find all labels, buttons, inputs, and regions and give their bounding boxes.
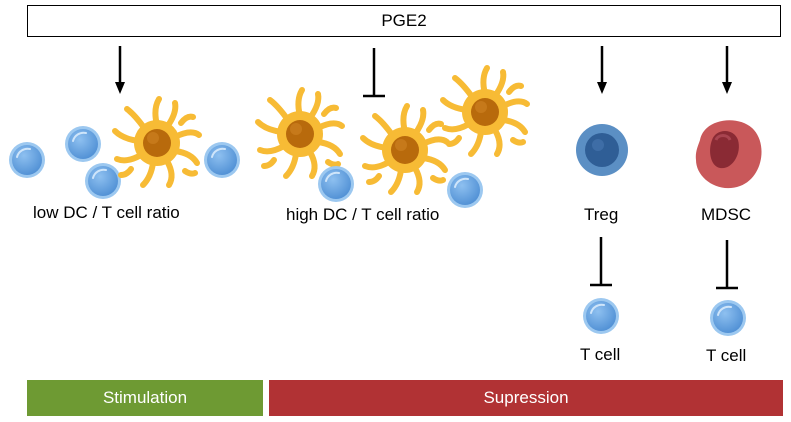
pge2-label: PGE2: [381, 11, 427, 30]
t-cell-label: T cell: [580, 345, 621, 364]
dendritic-cell-icon: [258, 90, 342, 176]
inhibition-icon: [588, 235, 614, 287]
t-cell-icon: [64, 125, 102, 163]
arrow-down-icon: [720, 44, 734, 96]
suppression-bar: Supression: [269, 380, 783, 416]
dendritic-cell-icon: [443, 68, 527, 154]
high-ratio-label: high DC / T cell ratio: [286, 205, 440, 224]
t-cell-icon: [582, 297, 620, 335]
t-cell-icon: [709, 299, 747, 337]
dendritic-cell-icon: [115, 99, 199, 185]
stimulation-label: Stimulation: [102, 388, 188, 407]
dendritic-cell-icon: [363, 106, 447, 192]
stimulation-bar: Stimulation: [27, 380, 263, 416]
inhibition-icon: [361, 46, 387, 98]
t-cell-icon: [446, 171, 484, 209]
t-cell-label: T cell: [706, 346, 747, 365]
arrow-down-icon: [595, 44, 609, 96]
treg-cell-icon: [576, 124, 628, 176]
t-cell-icon: [84, 162, 122, 200]
low-ratio-label: low DC / T cell ratio: [33, 203, 180, 222]
inhibition-icon: [714, 238, 740, 290]
mdsc-cell-icon: [695, 120, 762, 189]
t-cell-icon: [317, 165, 355, 203]
pge2-box: PGE2: [27, 5, 781, 37]
t-cell-icon: [203, 141, 241, 179]
treg-label: Treg: [584, 205, 619, 224]
t-cell-icon: [8, 141, 46, 179]
mdsc-label: MDSC: [701, 205, 752, 224]
suppression-label: Supression: [483, 388, 569, 407]
arrow-down-icon: [113, 44, 127, 96]
